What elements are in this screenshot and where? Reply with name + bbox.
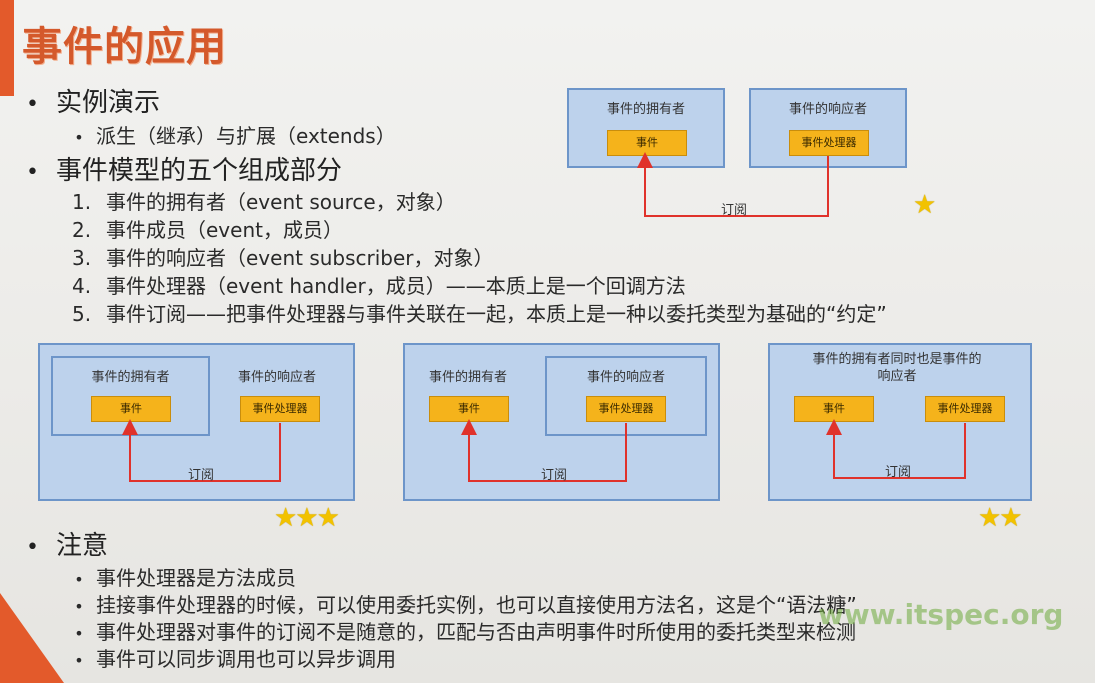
bullet-dot-icon: • [74, 570, 84, 589]
bullet-dot-icon: • [74, 597, 84, 616]
event-chip: 事件 [91, 396, 171, 422]
bullet-notes: • 注意 [26, 531, 108, 563]
note-item: •事件处理器对事件的订阅不是随意的，匹配与否由声明事件时所使用的委托类型来检测 [62, 620, 856, 646]
star-rating: ★ [913, 190, 936, 220]
model-item-3: 3.事件的响应者（event subscriber，对象） [72, 246, 494, 270]
bullet-demo: • 实例演示 [26, 88, 160, 120]
bullet-dot-icon: • [26, 92, 39, 117]
combined-box [768, 343, 1032, 501]
star-rating: ★★ [978, 503, 1023, 533]
subscribe-arrow [826, 419, 966, 479]
responder-box: 事件的响应者 事件处理器 [749, 88, 907, 168]
model-item-4: 4.事件处理器（event handler，成员）——本质上是一个回调方法 [72, 274, 686, 298]
model-item-1: 1.事件的拥有者（event source，对象） [72, 190, 456, 214]
subscribe-arrow [461, 419, 627, 482]
subscribe-label: 订阅 [188, 468, 215, 483]
subscribe-label: 订阅 [541, 468, 568, 483]
diagram-2: 事件的拥有者 事件的响应者 事件 事件处理器 订阅 [403, 343, 723, 503]
model-item-5: 5.事件订阅——把事件处理器与事件关联在一起，本质上是一种以委托类型为基础的“约… [72, 302, 887, 326]
notes-heading: 注意 [56, 531, 109, 561]
diagram-1: 事件的拥有者 事件的响应者 事件 事件处理器 订阅 ★★★ [38, 343, 358, 533]
handler-chip: 事件处理器 [586, 396, 666, 422]
responder-label: 事件的响应者 [238, 370, 317, 385]
watermark: www.itspec.org [818, 598, 1064, 631]
handler-chip: 事件处理器 [789, 130, 869, 156]
note-item: •事件处理器是方法成员 [62, 566, 296, 592]
note-item: •挂接事件处理器的时候，可以使用委托实例，也可以直接使用方法名，这是个“语法糖” [62, 593, 856, 619]
demo-subitem: •派生（继承）与扩展（extends） [62, 124, 395, 150]
slide-title: 事件的应用 [22, 24, 227, 70]
owner-label: 事件的拥有者 [429, 370, 508, 385]
bullet-model: • 事件模型的五个组成部分 [26, 156, 342, 188]
subscribe-arrow [122, 419, 281, 482]
diagram-top: 事件的拥有者 事件 事件的响应者 事件处理器 订阅 ★ [567, 88, 947, 228]
star-rating: ★★★ [274, 503, 340, 533]
subscribe-label: 订阅 [885, 465, 912, 480]
handler-chip: 事件处理器 [240, 396, 320, 422]
bullet-dot-icon: • [26, 160, 39, 185]
demo-heading: 实例演示 [56, 88, 161, 118]
subscribe-arrow [637, 152, 829, 217]
note-item: •事件可以同步调用也可以异步调用 [62, 647, 396, 673]
model-item-2: 2.事件成员（event，成员） [72, 218, 343, 242]
handler-chip: 事件处理器 [925, 396, 1005, 422]
bullet-dot-icon: • [74, 624, 84, 643]
corner-accent [0, 593, 64, 683]
title-accent-bar [0, 0, 14, 96]
model-heading: 事件模型的五个组成部分 [56, 156, 343, 186]
combined-label: 事件的拥有者同时也是事件的响应者 [812, 352, 982, 384]
event-chip: 事件 [794, 396, 874, 422]
bullet-dot-icon: • [74, 651, 84, 670]
bullet-dot-icon: • [74, 128, 84, 147]
diagram-3: 事件的拥有者同时也是事件的响应者 事件 事件处理器 订阅 ★★ [768, 343, 1038, 533]
bullet-dot-icon: • [26, 535, 39, 560]
subscribe-label: 订阅 [721, 203, 748, 218]
